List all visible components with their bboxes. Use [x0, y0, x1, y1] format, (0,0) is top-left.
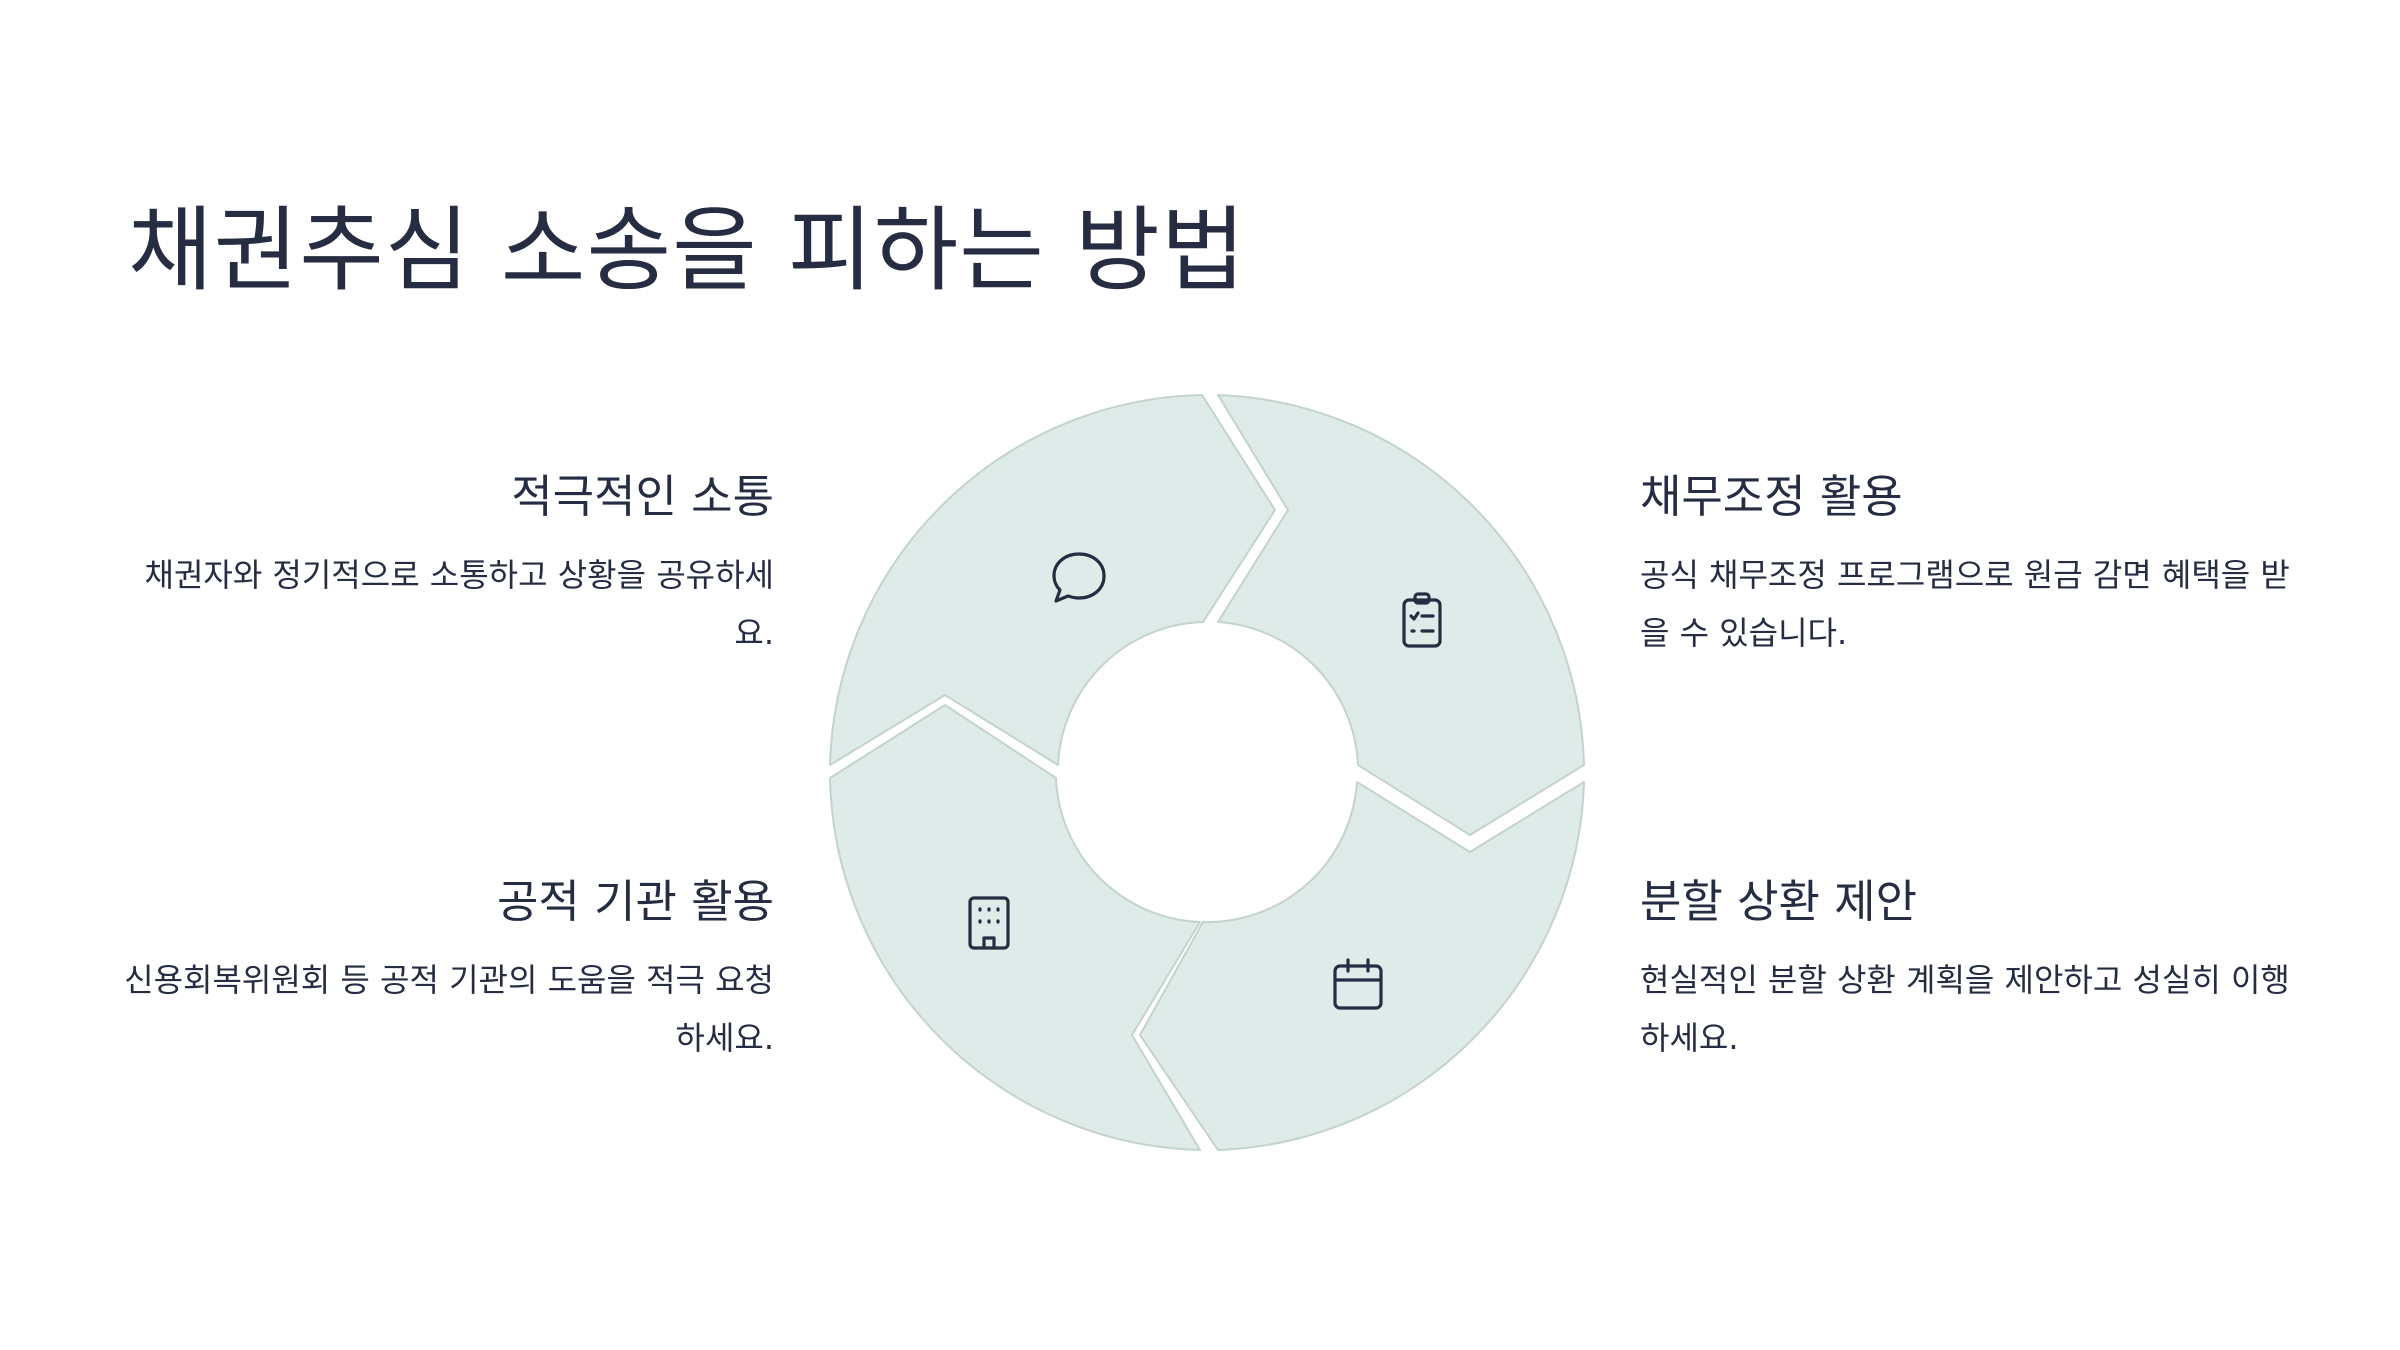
step-description: 신용회복위원회 등 공적 기관의 도움을 적극 요청하세요. [124, 961, 774, 1057]
cycle-segment-public-institution [829, 704, 1201, 1151]
step-description: 현실적인 분할 상환 계획을 제안하고 성실히 이행하세요. [1640, 961, 2290, 1057]
step-description: 공식 채무조정 프로그램으로 원금 감면 혜택을 받을 수 있습니다. [1640, 556, 2290, 652]
cycle-segment-debt-adjustment [1217, 394, 1585, 836]
step-title: 분할 상환 제안 [1640, 875, 1918, 928]
step-public-institution: 공적 기관 활용 신용회복위원회 등 공적 기관의 도움을 적극 요청하세요. [122, 875, 774, 1067]
step-debt-adjustment: 채무조정 활용 공식 채무조정 프로그램으로 원금 감면 혜택을 받을 수 있습… [1640, 470, 2292, 662]
step-installment: 분할 상환 제안 현실적인 분할 상환 계획을 제안하고 성실히 이행하세요. [1640, 875, 2292, 1067]
step-communication: 적극적인 소통 채권자와 정기적으로 소통하고 상황을 공유하세요. [122, 470, 775, 662]
page-title: 채권추심 소송을 피하는 방법 [128, 197, 1247, 304]
building-icon [968, 896, 1010, 950]
calendar-icon [1333, 958, 1383, 1010]
step-description: 채권자와 정기적으로 소통하고 상황을 공유하세요. [144, 556, 775, 652]
clipboard-list-icon [1402, 592, 1442, 648]
chat-bubble-icon [1052, 552, 1106, 603]
step-title: 공적 기관 활용 [496, 875, 774, 928]
step-title: 채무조정 활용 [1640, 470, 1903, 523]
step-title: 적극적인 소통 [511, 470, 774, 523]
cycle-segment-communication [829, 394, 1276, 766]
